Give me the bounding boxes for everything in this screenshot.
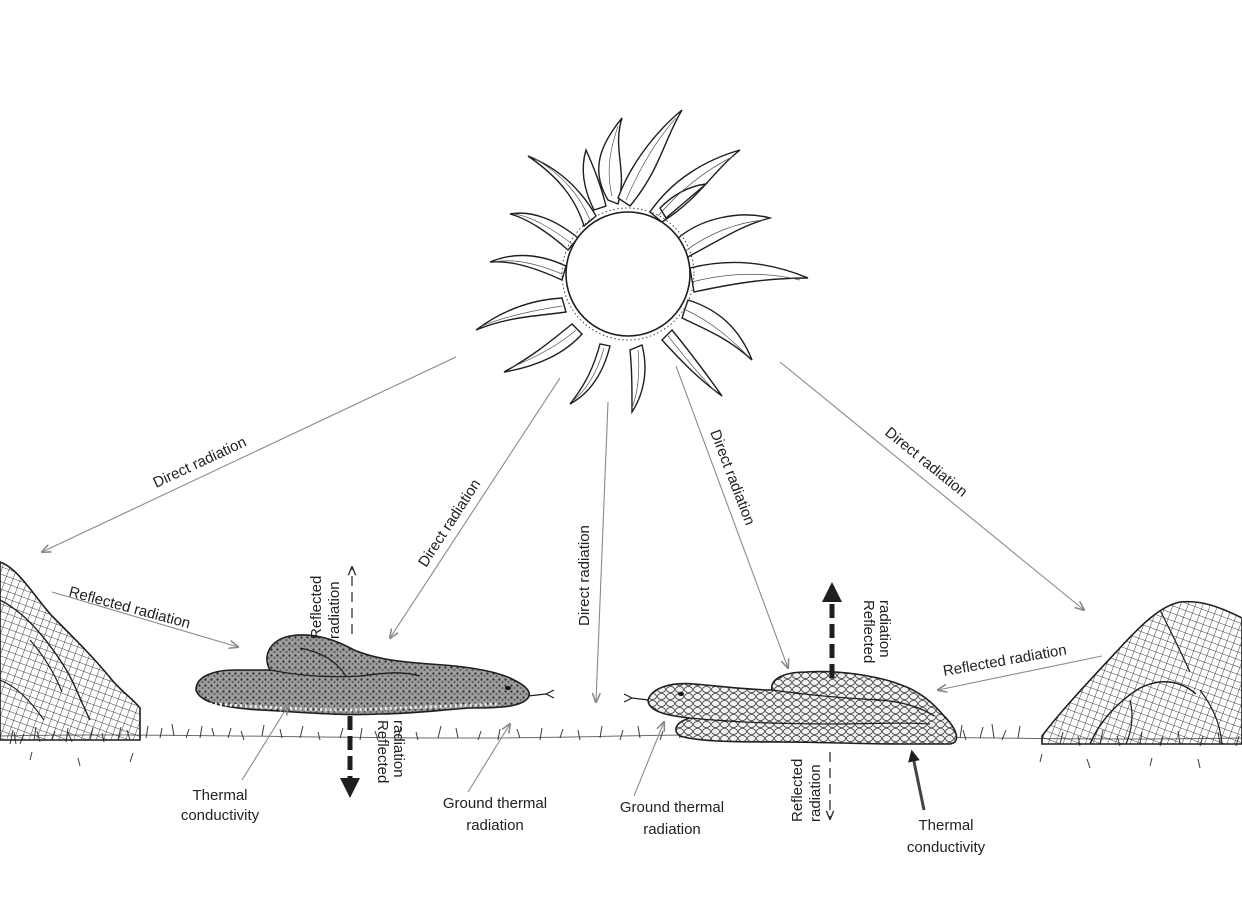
direct-radiation-label-1: Direct radiation [151,434,250,492]
labels: Direct radiation Direct radiation Direct… [67,424,1068,856]
direct-radiation-label-3: Direct radiation [576,525,593,626]
left-ground-thermal-radiation-line2: radiation [466,817,524,834]
direct-radiation-label-2: Direct radiation [415,476,484,570]
left-thermal-conductivity-line1: Thermal [192,787,247,804]
right-snake-reflected-up-label: Reflected radiation [860,600,893,663]
left-snake [196,635,554,715]
right-ground-thermal-radiation-line2: radiation [643,821,701,838]
direct-radiation-arrows [42,357,1084,702]
right-snake-reflected-down-label: Reflected radiation [789,759,824,822]
right-rock [1042,602,1242,744]
left-rock-reflected-label: Reflected radiation [67,583,192,632]
left-snake-reflected-down-label: Reflected radiation [374,720,407,783]
right-thermal-conductivity-arrow [912,752,924,810]
right-ground-thermal-radiation-arrow [634,722,664,796]
direct-radiation-arrow-2 [390,378,560,638]
left-snake-reflected-up-label: Reflected radiation [308,576,343,639]
direct-radiation-arrow-5 [780,362,1084,610]
right-thermal-conductivity-line1: Thermal [918,817,973,834]
direct-radiation-arrow-1 [42,357,456,552]
left-ground-thermal-radiation-line1: Ground thermal [443,795,547,812]
left-thermal-conductivity-line2: conductivity [181,807,260,824]
left-ground-thermal-radiation-arrow [468,724,510,792]
right-rock-reflected-label: Reflected radiation [942,641,1068,679]
left-snake-reflected-down-line2: radiation [390,720,407,778]
left-snake-reflected-up-line1: Reflected [308,576,325,639]
direct-radiation-label-5: Direct radiation [881,424,970,501]
right-ground-thermal-radiation-line1: Ground thermal [620,799,724,816]
right-snake-reflected-down-line1: Reflected [789,759,806,822]
right-snake-reflected-up-line1: Reflected [860,600,877,663]
direct-radiation-label-4: Direct radiation [706,427,758,527]
right-snake-reflected-down-line2: radiation [807,764,824,822]
left-snake-reflected-down-line1: Reflected [374,720,391,783]
sun [476,110,808,412]
direct-radiation-arrow-3 [596,402,608,702]
left-snake-reflected-up-line2: radiation [326,581,343,639]
right-snake-reflected-up-line2: radiation [876,600,893,658]
left-thermal-conductivity-arrow [242,706,288,780]
sun-disc [566,212,690,336]
right-snake [624,672,957,744]
right-thermal-conductivity-line2: conductivity [907,839,986,856]
direct-radiation-arrow-4 [676,366,788,668]
